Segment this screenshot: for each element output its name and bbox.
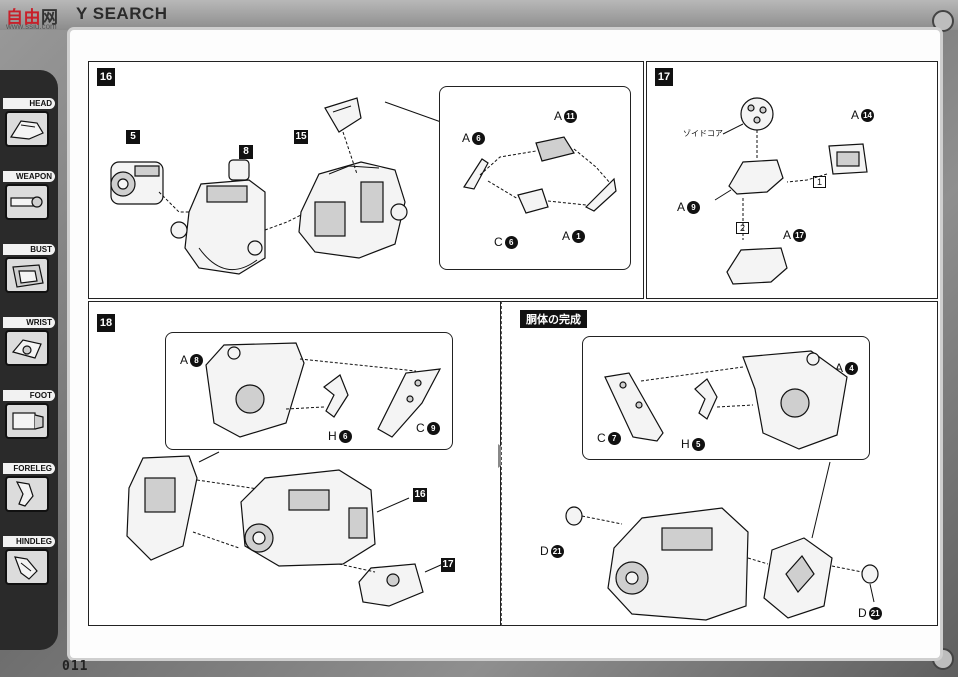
sidebar-item-label: HEAD — [3, 98, 55, 109]
step-17-illustration — [714, 97, 868, 285]
sidebar-item-label: BUST — [3, 244, 55, 255]
step-16-panel: 16 5 8 15 — [88, 61, 644, 299]
sidebar-item-label: WRIST — [3, 317, 55, 328]
step-number: 16 — [97, 68, 115, 86]
step-number: 18 — [97, 314, 115, 332]
sub-assembly-drawing — [604, 350, 848, 450]
sub-assembly-drawing — [463, 136, 617, 214]
foot-icon — [5, 403, 49, 439]
sidebar-item-bust[interactable]: BUST — [3, 244, 55, 314]
sidebar-item-foreleg[interactable]: FORELEG — [3, 463, 55, 533]
sidebar: HEAD WEAPON BUST WRIST FOOT FORELEG HIND… — [0, 70, 58, 650]
step-number: 17 — [655, 68, 673, 86]
page-number: 011 — [62, 659, 89, 674]
step-18-illustration — [126, 451, 444, 607]
completion-title: 胴体の完成 — [520, 310, 587, 328]
sidebar-item-label: FOOT — [3, 390, 55, 401]
sidebar-item-label: FORELEG — [3, 463, 55, 474]
sub-assembly-drawing — [205, 342, 442, 438]
zoid-core-label: ゾイドコア — [683, 129, 723, 138]
header-title: Y SEARCH — [76, 4, 168, 23]
top-bar: 自由网 Y SEARCH www.ssiu.com — [0, 0, 958, 31]
sidebar-item-head[interactable]: HEAD — [3, 98, 55, 168]
part-tag: 16 — [413, 488, 427, 502]
bust-icon — [5, 257, 49, 293]
sidebar-item-wrist[interactable]: WRIST — [3, 317, 55, 387]
part-tag: 17 — [441, 558, 455, 572]
head-icon — [5, 111, 49, 147]
sidebar-item-foot[interactable]: FOOT — [3, 390, 55, 460]
sidebar-item-weapon[interactable]: WEAPON — [3, 171, 55, 241]
corner-ornament-top — [932, 10, 954, 32]
part-tag: 15 — [294, 130, 308, 144]
sidebar-item-label: HINDLEG — [3, 536, 55, 547]
part-tag: 8 — [239, 145, 253, 159]
step-16-illustration — [110, 97, 442, 275]
part-5-drawing — [110, 161, 164, 205]
watermark: www.ssiu.com — [6, 22, 57, 31]
part-top-drawing — [324, 97, 362, 133]
completion-illustration — [565, 461, 879, 621]
foreleg-icon — [5, 476, 49, 512]
part-tag: 5 — [126, 130, 140, 144]
sidebar-item-hindleg[interactable]: HINDLEG — [3, 536, 55, 606]
sidebar-item-label: WEAPON — [3, 171, 55, 182]
hindleg-icon — [5, 549, 49, 585]
part-15-drawing — [298, 161, 408, 259]
wrist-icon — [5, 330, 49, 366]
manual-page: 16 5 8 15 — [70, 30, 940, 658]
part-8-drawing — [170, 159, 266, 275]
site-logo: 自由网 — [6, 8, 59, 27]
weapon-icon — [5, 184, 49, 220]
